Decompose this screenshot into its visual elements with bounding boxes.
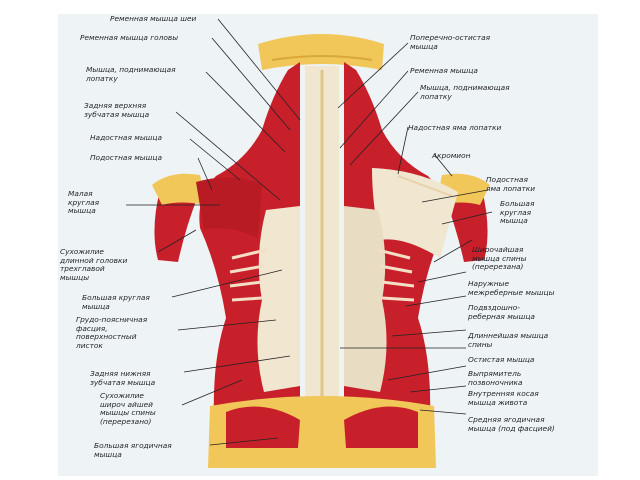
label-gluteus-medius: Средняя ягодичная мышца (под фасцией) [468,415,555,433]
label-triceps-long-head-tendon: Сухожилие длинной головки трехглавой мыш… [60,247,128,282]
label-latissimus-tendon: Сухожилие широч айшей мышцы спины (перер… [100,391,156,426]
label-internal-oblique: Внутренняя косая мышца живота [468,389,539,407]
label-teres-major-right: Большая круглая мышца [500,199,535,226]
thoracolumbar-fascia [257,206,300,392]
leader-lines [126,18,493,446]
label-longissimus: Длиннейшая мышца спины [468,331,549,349]
label-erector-spinae: Выпрямитель позвоночника [468,369,523,387]
label-transversospinalis: Поперечно-остистая мышца [410,33,491,51]
label-latissimus-dorsi: Широчайшая мышца спины (перерезана) [472,245,527,272]
label-teres-minor: Малая круглая мышца [68,189,100,216]
label-serratus-posterior-superior: Задняя верхняя зубчатая мышца [84,101,150,119]
label-supraspinous-fossa: Надостная яма лопатки [408,123,502,132]
label-infraspinatus: Подостная мышца [90,153,162,162]
label-gluteus-maximus: Большая ягодичная мышца [94,441,172,459]
label-infraspinous-fossa: Подостная яма лопатки [486,175,536,193]
left-gluteus [226,406,300,448]
label-external-intercostals: Наружные межреберные мышцы [468,279,555,297]
label-levator-scapulae-right: Мышца, поднимающая лопатку [420,83,510,101]
back-muscles-illustration [152,34,490,468]
label-splenius: Ременная мышца [410,66,478,75]
label-supraspinatus: Надостная мышца [90,133,162,142]
right-gluteus [344,406,418,448]
occipital-bone [258,34,384,70]
label-levator-scapulae-left: Мышца, поднимающая лопатку [86,65,176,83]
label-spinalis: Остистая мышца [468,355,535,364]
anatomy-plate: Ременная мышца шеи Ременная мышца головы… [58,14,598,476]
label-iliocostalis: Подвздошно- реберная мышца [468,303,535,321]
left-arm [154,190,198,262]
intercostal-stripes [229,248,415,302]
label-splenius-capitis: Ременная мышца головы [80,33,179,42]
label-serratus-posterior-inferior: Задняя нижняя зубчатая мышца [90,369,156,387]
label-acromion: Акромион [432,151,471,160]
label-splenius-cervicis: Ременная мышца шеи [110,14,197,23]
right-arm [444,190,488,262]
label-thoracolumbar-fascia: Грудо-поясничная фасция, поверхностный л… [76,315,148,350]
label-teres-major-left: Большая круглая мышца [82,293,150,311]
left-infraspinatus [196,177,262,238]
